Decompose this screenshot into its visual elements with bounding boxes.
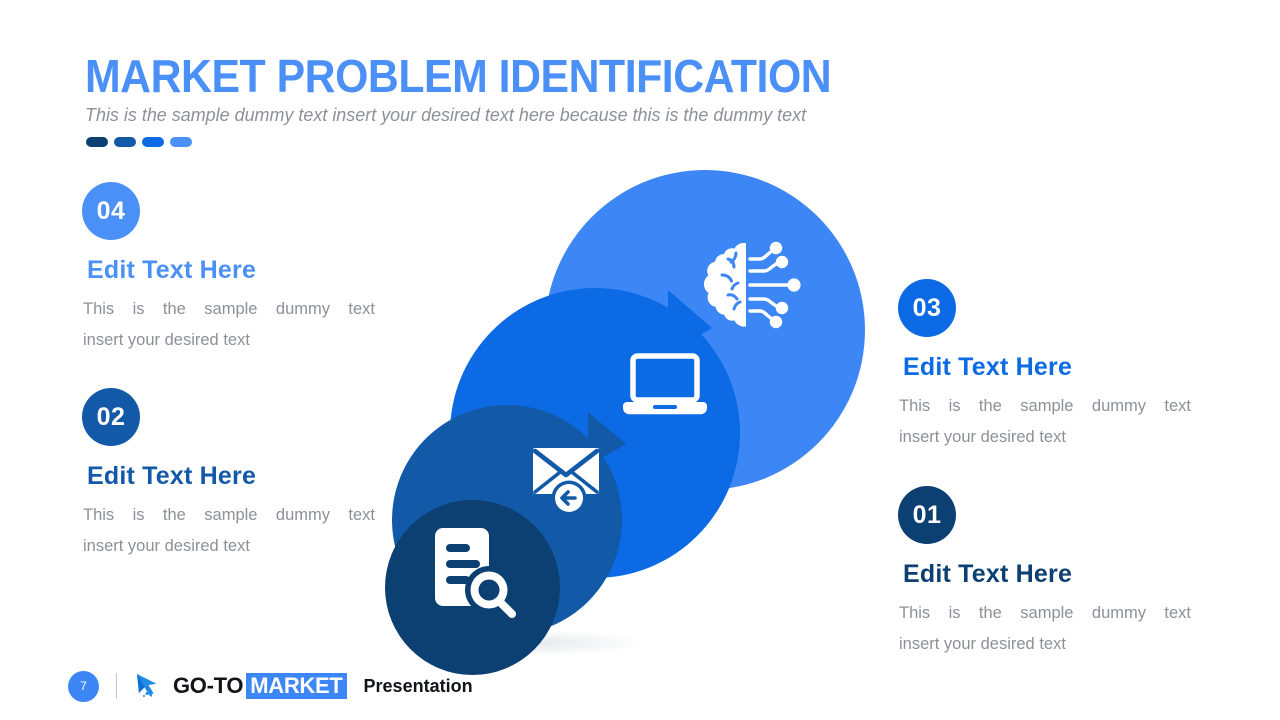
item-01[interactable]: 01 Edit Text Here This is the sample dum… <box>898 486 1198 659</box>
item-04-body-line1: This is the sample dummy text <box>83 300 375 318</box>
item-03-body: This is the sample dummy text insert you… <box>899 391 1191 452</box>
item-02-body: This is the sample dummy text insert you… <box>83 500 375 561</box>
item-01-body-line1: This is the sample dummy text <box>899 604 1191 622</box>
page-number-badge: 7 <box>68 670 99 702</box>
brand-market-text: MARKET <box>246 673 347 699</box>
item-03[interactable]: 03 Edit Text Here This is the sample dum… <box>898 279 1198 452</box>
item-01-body: This is the sample dummy text insert you… <box>899 598 1191 659</box>
item-03-number: 03 <box>912 293 942 322</box>
item-01-body-line2: insert your desired text <box>899 634 1066 653</box>
footer-presentation-label: Presentation <box>363 675 473 696</box>
envelope-incoming-icon <box>525 437 615 521</box>
item-03-heading: Edit Text Here <box>903 353 1073 381</box>
item-02-heading: Edit Text Here <box>87 462 257 490</box>
page-subtitle: This is the sample dummy text insert you… <box>85 104 807 125</box>
document-search-icon <box>416 522 526 630</box>
item-04-badge: 04 <box>82 182 140 240</box>
dash-2 <box>114 137 136 147</box>
page-title: MARKET PROBLEM IDENTIFICATION <box>85 50 832 102</box>
item-04-number: 04 <box>96 196 126 225</box>
item-03-body-line2: insert your desired text <box>899 427 1066 446</box>
item-04-body-line2: insert your desired text <box>83 330 250 349</box>
item-03-badge: 03 <box>898 279 956 337</box>
dash-4 <box>170 137 192 147</box>
dash-1 <box>86 137 108 147</box>
item-02[interactable]: 02 Edit Text Here This is the sample dum… <box>82 388 382 561</box>
laptop-icon <box>615 348 715 424</box>
item-02-body-line2: insert your desired text <box>83 536 250 555</box>
brand-goto-text: GO-TO <box>173 673 244 698</box>
item-01-number: 01 <box>912 500 942 529</box>
cursor-arrow-icon <box>134 672 164 700</box>
slide-footer: 7 GO-TO MARKET Presentation <box>68 668 473 704</box>
brand-logo-text: GO-TO MARKET <box>173 673 347 699</box>
footer-divider <box>116 673 117 699</box>
item-02-number: 02 <box>96 402 126 431</box>
item-01-badge: 01 <box>898 486 956 544</box>
bubble-cluster-graphic <box>370 160 900 680</box>
decorative-dashes <box>86 137 192 147</box>
dash-3 <box>142 137 164 147</box>
item-02-badge: 02 <box>82 388 140 446</box>
item-01-heading: Edit Text Here <box>903 560 1073 588</box>
page-number: 7 <box>80 679 87 693</box>
item-03-body-line1: This is the sample dummy text <box>899 397 1191 415</box>
item-04-heading: Edit Text Here <box>87 256 257 284</box>
item-04-body: This is the sample dummy text insert you… <box>83 294 375 355</box>
item-02-body-line1: This is the sample dummy text <box>83 506 375 524</box>
brain-circuit-icon <box>697 235 807 335</box>
item-04[interactable]: 04 Edit Text Here This is the sample dum… <box>82 182 382 355</box>
